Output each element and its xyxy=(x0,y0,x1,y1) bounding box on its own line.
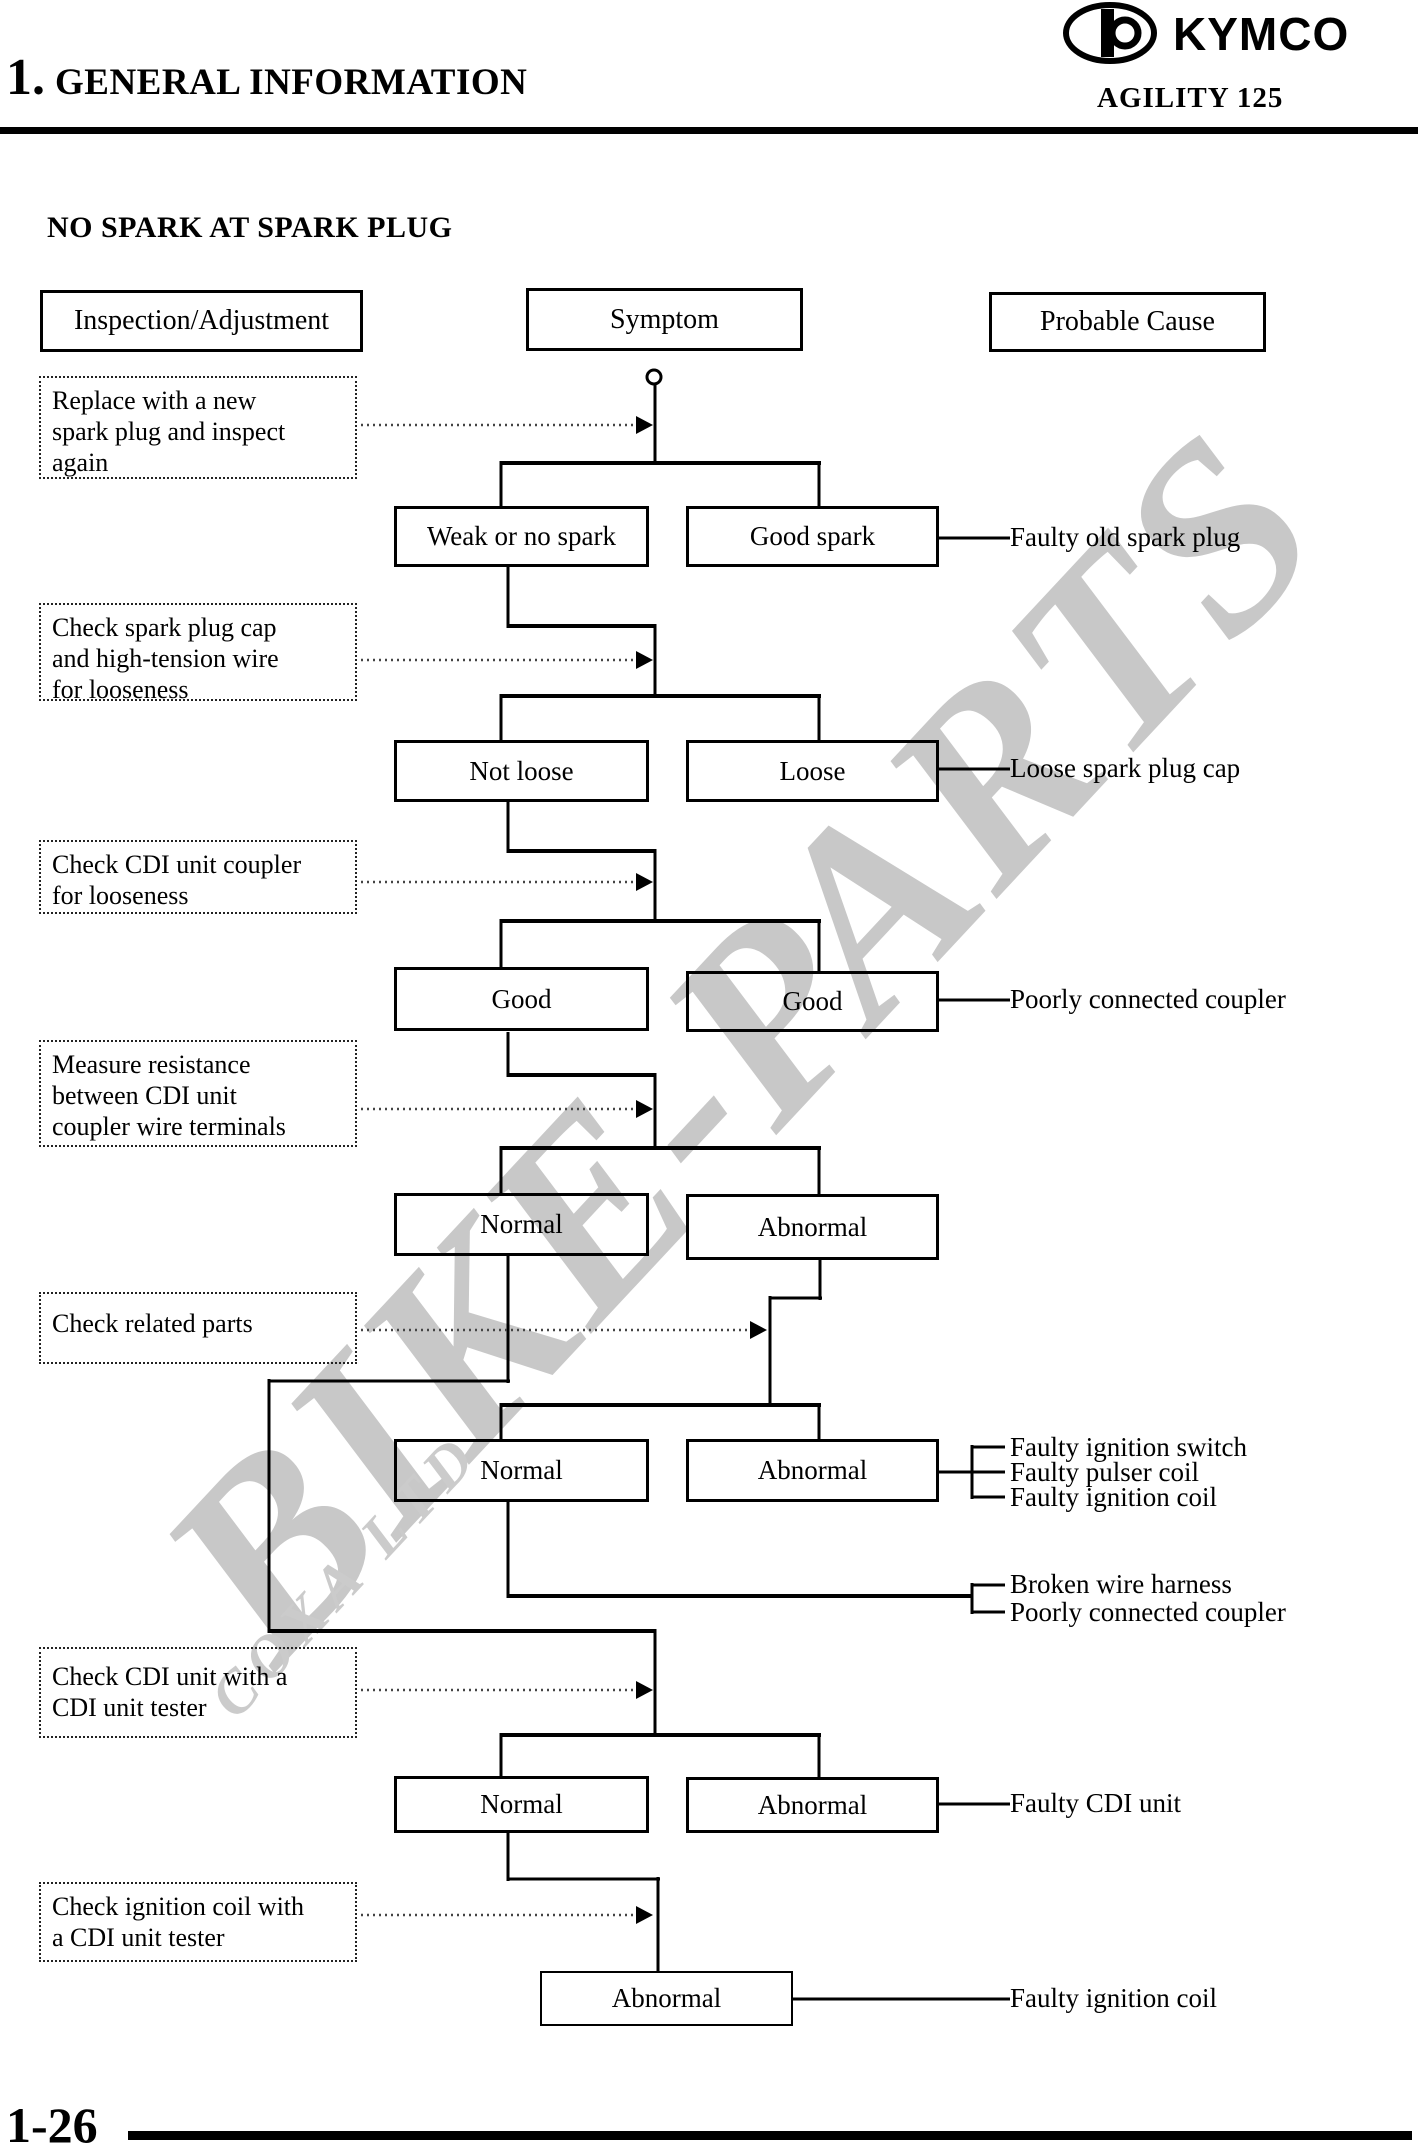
symptom-box-not-loose: Not loose xyxy=(394,740,649,802)
brand-logo: KYMCO xyxy=(1062,2,1349,65)
cause-faulty-cdi-unit: Faulty CDI unit xyxy=(1010,1788,1182,1818)
brand-name: KYMCO xyxy=(1173,7,1350,60)
symptom-box-good-left: Good xyxy=(394,967,649,1031)
column-header-symptom: Symptom xyxy=(526,288,803,351)
symptom-box-abnormal-resistance: Abnormal xyxy=(686,1194,939,1260)
cause-faulty-ignition-coil: Faulty ignition coil xyxy=(1010,1983,1217,2013)
cause-faulty-ignition-switch: Faulty ignition switch xyxy=(1010,1432,1248,1462)
symptom-box-good-right: Good xyxy=(686,971,939,1032)
symptom-box-abnormal-ignition-coil: Abnormal xyxy=(540,1971,793,2026)
flow-lines xyxy=(267,384,1010,2001)
inspection-step-check-plug-cap: Check spark plug cap and high-tension wi… xyxy=(39,603,357,704)
symptom-box-loose: Loose xyxy=(686,740,939,802)
symptom-box-good-spark: Good spark xyxy=(686,506,939,567)
cause-poorly-connected-coupler-2: Poorly connected coupler xyxy=(1010,1597,1286,1627)
symptom-box-abnormal-related-parts: Abnormal xyxy=(686,1439,939,1502)
header-divider xyxy=(0,127,1418,134)
cause-loose-spark-plug-cap: Loose spark plug cap xyxy=(1010,753,1241,783)
inspection-step-check-cdi-coupler: Check CDI unit coupler for looseness xyxy=(39,840,357,914)
cause-broken-wire-harness: Broken wire harness xyxy=(1010,1569,1232,1599)
kymco-logo-icon xyxy=(1063,2,1157,64)
chapter-number: 1. xyxy=(6,49,45,106)
inspection-step-check-cdi-unit: Check CDI unit with a CDI unit tester xyxy=(39,1647,357,1738)
symptom-box-abnormal-cdi: Abnormal xyxy=(686,1777,939,1833)
cause-poorly-connected-coupler: Poorly connected coupler xyxy=(1010,984,1286,1014)
arrowhead-icons xyxy=(636,416,767,1924)
inspection-step-measure-resistance: Measure resistance between CDI unit coup… xyxy=(39,1040,357,1147)
footer-divider xyxy=(128,2131,1412,2140)
symptom-box-normal-resistance: Normal xyxy=(394,1193,649,1256)
column-header-inspection: Inspection/Adjustment xyxy=(40,290,363,352)
model-name: AGILITY 125 xyxy=(1097,82,1284,114)
flow-split-bars xyxy=(269,461,972,1737)
chapter-title: 1. GENERAL INFORMATION xyxy=(6,48,527,107)
symptom-box-normal-related-parts: Normal xyxy=(394,1439,649,1502)
section-title: NO SPARK AT SPARK PLUG xyxy=(47,211,453,244)
dotted-arrow-lines xyxy=(361,423,750,1917)
cause-faulty-pulser-coil: Faulty pulser coil xyxy=(1010,1457,1199,1487)
symptom-box-normal-cdi: Normal xyxy=(394,1776,649,1833)
chapter-title-text: GENERAL INFORMATION xyxy=(55,62,528,103)
inspection-step-check-ignition-coil: Check ignition coil with a CDI unit test… xyxy=(39,1882,357,1962)
symptom-box-weak-or-no-spark: Weak or no spark xyxy=(394,506,649,567)
inspection-step-check-related-parts: Check related parts xyxy=(39,1292,357,1364)
inspection-step-replace-spark-plug: Replace with a new spark plug and inspec… xyxy=(39,376,357,479)
cause-faulty-ignition-coil-related: Faulty ignition coil xyxy=(1010,1482,1217,1512)
cause-faulty-old-spark-plug: Faulty old spark plug xyxy=(1010,522,1241,552)
column-header-probable-cause: Probable Cause xyxy=(989,292,1266,352)
page-number: 1-26 xyxy=(6,2097,98,2153)
flow-start-node xyxy=(645,368,663,386)
